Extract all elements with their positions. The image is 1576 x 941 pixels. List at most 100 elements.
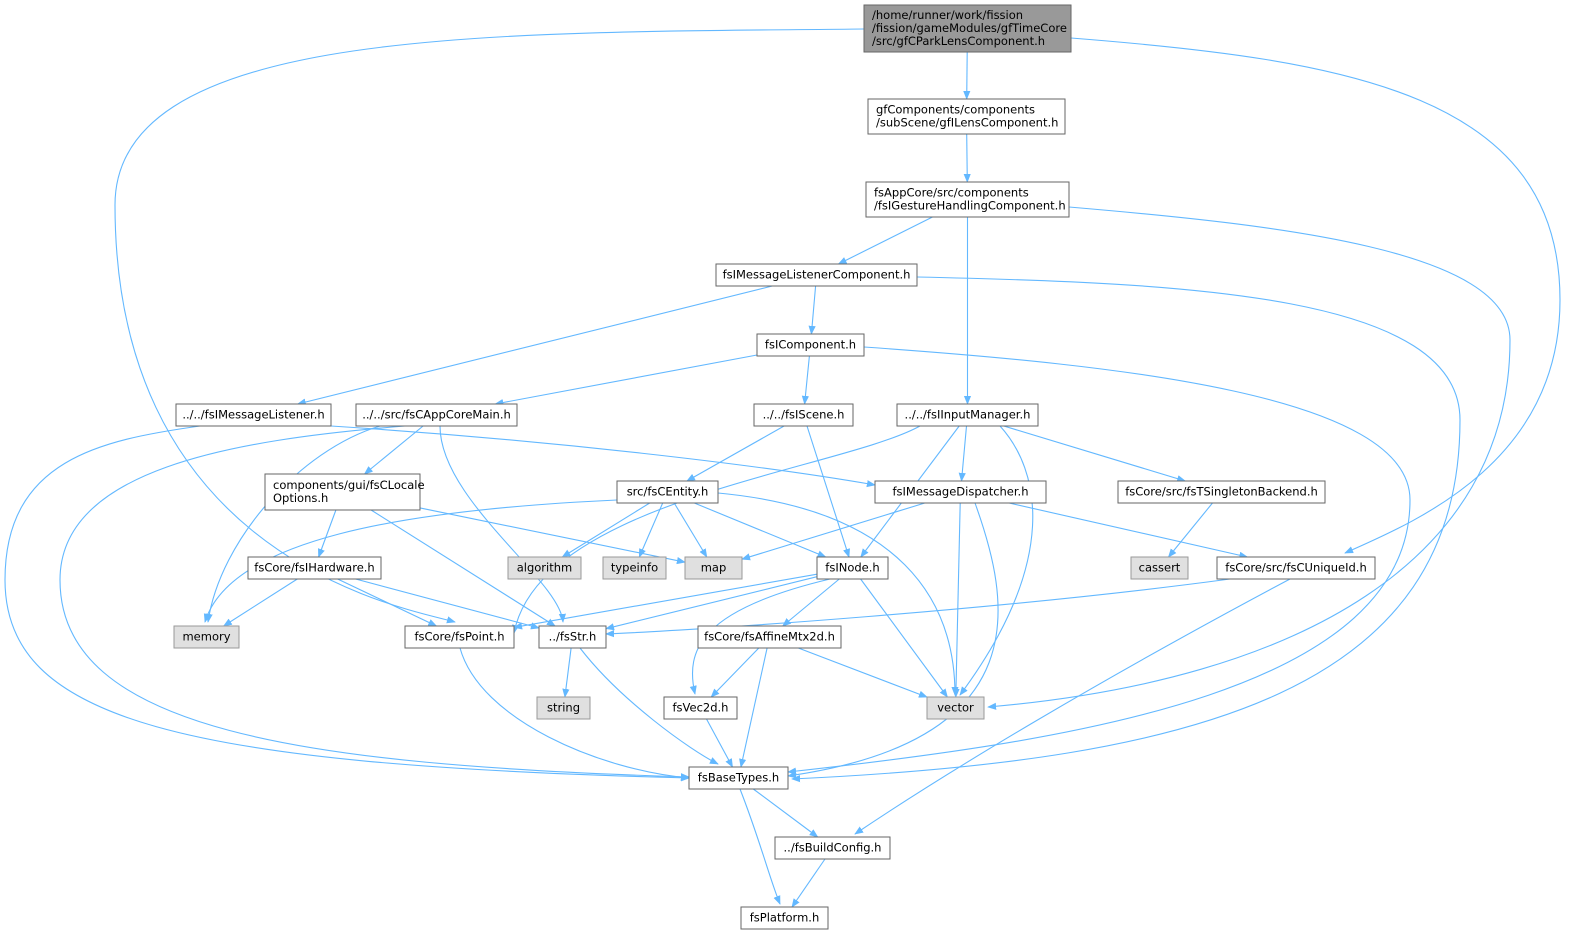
node-fsIScene[interactable]: ../../fsIScene.h	[753, 403, 854, 427]
node-fsBaseTypes[interactable]: fsBaseTypes.h	[688, 766, 789, 790]
node-box	[355, 403, 518, 427]
node-label: fsVec2d.h	[673, 701, 729, 715]
node-fsPoint[interactable]: fsCore/fsPoint.h	[404, 625, 515, 649]
edge-root-to-fsCUniqueId	[1070, 37, 1561, 554]
node-label: memory	[182, 630, 230, 644]
node-label: /src/gfCParkLensComponent.h	[872, 34, 1045, 48]
edge-fsINode-to-fsPoint	[513, 573, 818, 630]
edge-fsIGestureHandlingComponent-to-fsIMessageListenerComponent	[837, 216, 933, 265]
edge-fsIComponent-to-fsBaseTypes	[787, 346, 1411, 775]
node-label: cassert	[1139, 561, 1181, 575]
node-label: fsIMessageListenerComponent.h	[723, 268, 911, 282]
edge-fsCLocaleOptions-to-fsIHardware	[318, 509, 337, 558]
node-label: /fission/gameModules/gfTimeCore	[872, 21, 1067, 35]
node-fsPlatform[interactable]: fsPlatform.h	[740, 906, 829, 930]
edge-fsCAppCoreMain-to-fsBaseTypes	[59, 425, 690, 781]
node-fsCAppCoreMain[interactable]: ../../src/fsCAppCoreMain.h	[355, 403, 518, 427]
edge-fsStr-to-fsBaseTypes	[579, 647, 719, 765]
node-label: fsBaseTypes.h	[698, 771, 779, 785]
node-box	[663, 696, 738, 720]
node-box	[896, 403, 1039, 427]
edge-fsTSingletonBackend-to-cassert	[1167, 502, 1213, 558]
edge-fsIMessageListener-to-fsIMessageDispatcher	[330, 425, 876, 488]
node-box	[774, 836, 891, 860]
node-box	[697, 625, 842, 649]
edge-fsIInputManager-to-fsIMessageDispatcher	[958, 425, 968, 482]
node-fsCUniqueId[interactable]: fsCore/src/fsCUniqueId.h	[1216, 556, 1376, 580]
node-fsVec2d[interactable]: fsVec2d.h	[663, 696, 738, 720]
node-label: fsCore/fsPoint.h	[414, 630, 504, 644]
node-fsIMessageListener[interactable]: ../../fsIMessageListener.h	[175, 403, 332, 427]
node-box	[926, 696, 985, 720]
node-label: string	[547, 701, 580, 715]
node-label: fsCore/src/fsCUniqueId.h	[1225, 561, 1366, 575]
node-label: fsIComponent.h	[765, 338, 856, 352]
edge-fsINode-to-fsStr	[605, 576, 818, 631]
node-memory: memory	[173, 625, 240, 649]
edge-fsIScene-to-fsCEntity	[686, 425, 785, 482]
node-label: src/fsCEntity.h	[627, 485, 709, 499]
edge-fsAffineMtx2d-to-vector	[798, 647, 928, 698]
node-box	[175, 403, 332, 427]
edge-fsIMessageDispatcher-to-fsBaseTypes	[787, 502, 999, 779]
edge-fsIInputManager-to-vector	[959, 425, 1034, 696]
node-root: /home/runner/work/fission/fission/gameMo…	[863, 4, 1072, 53]
edge-fsIMessageListenerComponent-to-fsIMessageListener	[296, 285, 773, 406]
edge-fsCAppCoreMain-to-memory	[205, 425, 381, 623]
node-label: map	[701, 561, 727, 575]
node-label: ../fsBuildConfig.h	[784, 841, 882, 855]
node-box	[538, 625, 607, 649]
node-label: components/gui/fsCLocale	[273, 478, 425, 492]
edge-fsIComponent-to-fsCAppCoreMain	[494, 354, 758, 407]
edge-root-to-gfILensComponent	[963, 51, 971, 100]
edge-fsCEntity-to-map	[673, 502, 708, 558]
node-label: vector	[937, 701, 974, 715]
node-fsINode[interactable]: fsINode.h	[816, 556, 889, 580]
edge-fsIInputManager-to-fsTSingletonBackend	[1003, 425, 1187, 483]
edge-fsIHardware-to-fsStr	[355, 578, 540, 630]
node-cassert: cassert	[1130, 556, 1189, 580]
node-fsBuildConfig[interactable]: ../fsBuildConfig.h	[774, 836, 891, 860]
node-fsStr[interactable]: ../fsStr.h	[538, 625, 607, 649]
node-box	[247, 556, 382, 580]
node-fsIInputManager[interactable]: ../../fsIInputManager.h	[896, 403, 1039, 427]
edge-fsCAppCoreMain-to-fsCLocaleOptions	[363, 425, 424, 475]
edge-fsPoint-to-fsBaseTypes	[459, 647, 690, 781]
node-label: gfComponents/components	[876, 103, 1035, 117]
node-label: ../../fsIScene.h	[763, 408, 845, 422]
node-box	[536, 696, 591, 720]
edge-fsStr-to-string	[562, 647, 572, 698]
edge-fsVec2d-to-fsBaseTypes	[706, 718, 733, 768]
node-label: algorithm	[517, 561, 573, 575]
node-box	[874, 480, 1047, 504]
node-string: string	[536, 696, 591, 720]
node-fsTSingletonBackend[interactable]: fsCore/src/fsTSingletonBackend.h	[1117, 480, 1326, 504]
node-fsIMessageListenerComponent[interactable]: fsIMessageListenerComponent.h	[715, 263, 918, 287]
node-fsAffineMtx2d[interactable]: fsCore/fsAffineMtx2d.h	[697, 625, 842, 649]
node-label: /subScene/gfILensComponent.h	[876, 116, 1058, 130]
node-fsCEntity[interactable]: src/fsCEntity.h	[616, 480, 719, 504]
edge-fsIComponent-to-fsIScene	[801, 355, 810, 405]
edge-fsIMessageListenerComponent-to-fsBaseTypes	[791, 276, 1461, 783]
edge-fsBuildConfig-to-fsPlatform	[791, 858, 826, 908]
edge-fsBaseTypes-to-fsPlatform	[739, 788, 781, 905]
edge-gfILensComponent-to-fsIGestureHandlingComponent	[963, 133, 971, 183]
node-box	[507, 556, 582, 580]
node-box	[756, 333, 865, 357]
node-vector: vector	[926, 696, 985, 720]
edge-fsIGestureHandlingComponent-to-vector	[987, 206, 1511, 710]
node-label: fsPlatform.h	[750, 911, 819, 925]
node-box	[404, 625, 515, 649]
node-gfILensComponent[interactable]: gfComponents/components/subScene/gfILens…	[867, 98, 1066, 135]
edge-fsIInputManager-to-fsPoint	[512, 425, 921, 634]
node-fsIGestureHandlingComponent[interactable]: fsAppCore/src/components/fsIGestureHandl…	[865, 181, 1070, 218]
node-label: ../../src/fsCAppCoreMain.h	[362, 408, 511, 422]
edge-fsINode-to-vector	[860, 578, 948, 698]
node-fsIHardware[interactable]: fsCore/fsIHardware.h	[247, 556, 382, 580]
node-fsIComponent[interactable]: fsIComponent.h	[756, 333, 865, 357]
node-fsIMessageDispatcher[interactable]: fsIMessageDispatcher.h	[874, 480, 1047, 504]
edge-fsIScene-to-fsINode	[806, 425, 850, 558]
edge-fsIMessageListener-to-fsBaseTypes	[4, 425, 690, 782]
